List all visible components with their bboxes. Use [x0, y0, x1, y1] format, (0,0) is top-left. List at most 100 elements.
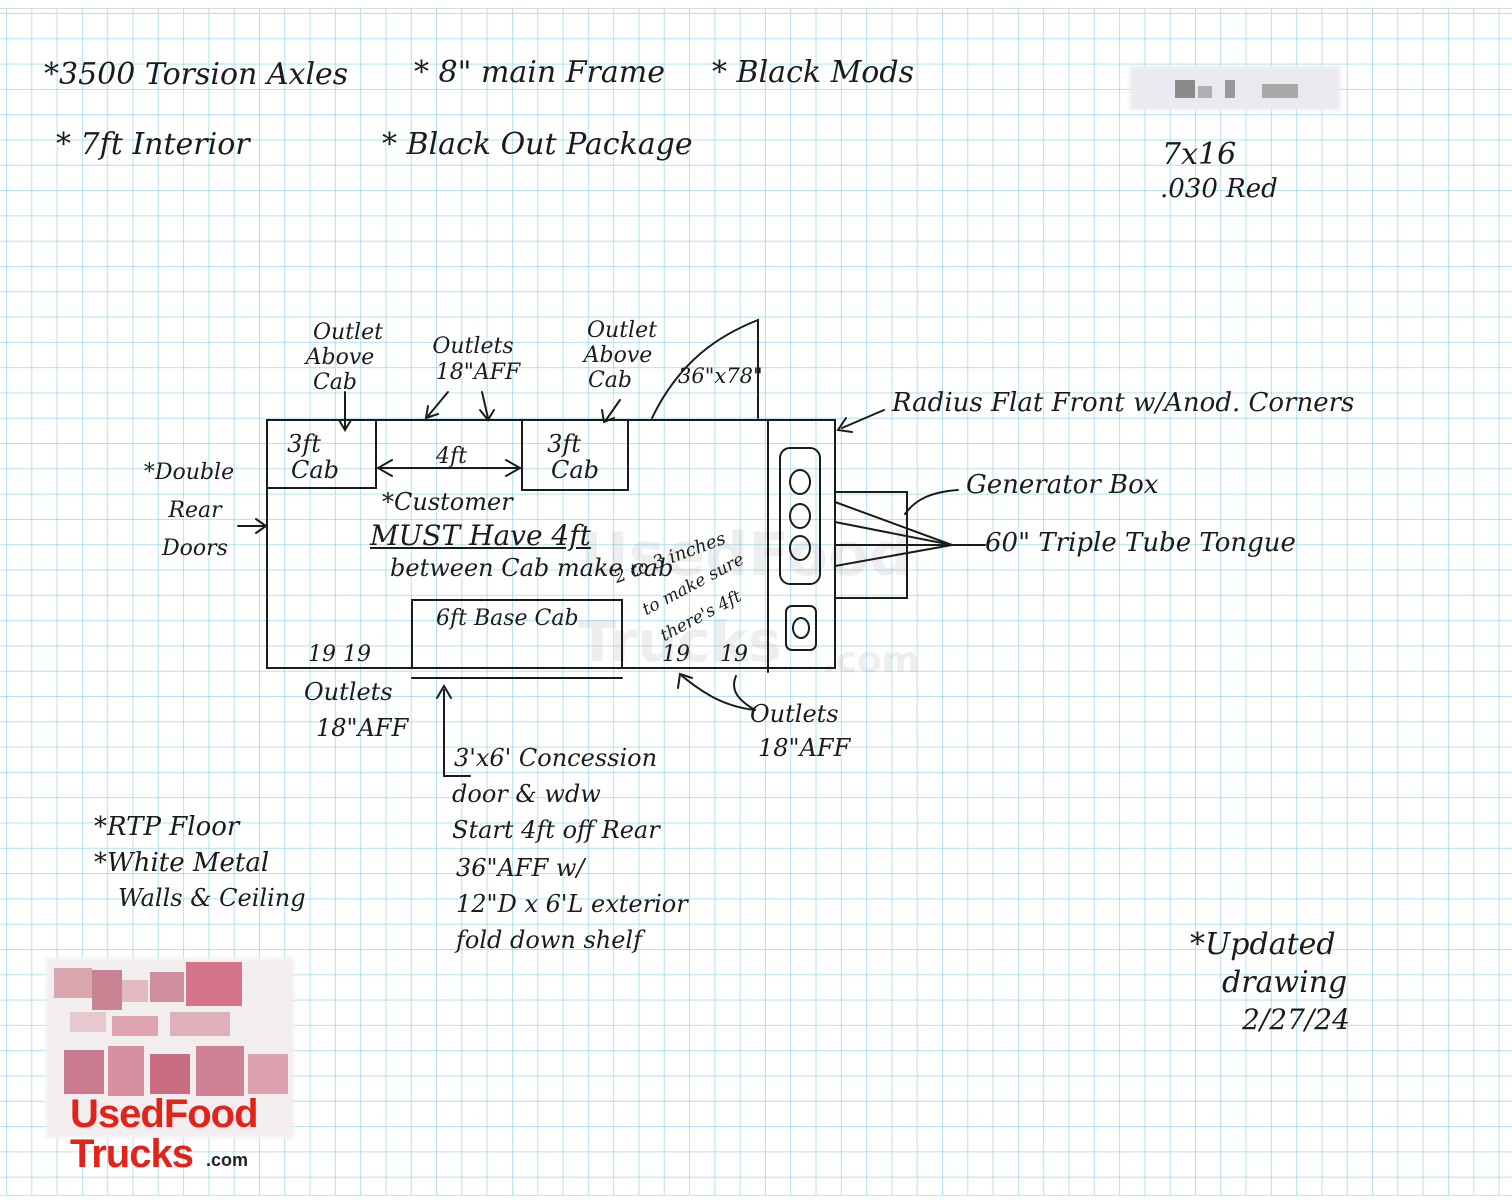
redacted-pixels — [170, 1012, 230, 1036]
label-outlet-marks-left: 19 19 — [308, 642, 371, 667]
label-concession-6: fold down shelf — [456, 926, 642, 954]
label-outlet-above-cab-right-1: Outlet — [587, 318, 657, 343]
label-concession-1: 3'x6' Concession — [454, 744, 658, 772]
redacted-pixels — [108, 1046, 144, 1096]
tongue-line — [834, 501, 953, 546]
label-outlets-bottom-left-2: 18"AFF — [316, 714, 409, 742]
concession-arrowhead — [436, 684, 452, 699]
radius-leader — [841, 409, 885, 429]
span-arrow-head-left — [375, 459, 393, 477]
label-cab-left-2: Cab — [290, 456, 340, 484]
radius-arrowhead — [836, 417, 853, 433]
label-double-rear-1: *Double — [143, 460, 235, 485]
label-white-metal: *White Metal — [94, 848, 270, 878]
label-outlets-bottom-right-2: 18"AFF — [758, 734, 851, 762]
redacted-pixels — [1198, 86, 1212, 98]
front-unit — [779, 447, 821, 585]
redacted-name — [1130, 66, 1340, 110]
note-blackout: * Black Out Package — [382, 127, 693, 162]
redacted-pixels — [196, 1046, 244, 1096]
redacted-pixels — [122, 980, 148, 1002]
note-main-frame: * 8" main Frame — [414, 55, 665, 90]
label-outlets-bottom-left-1: Outlets — [304, 678, 393, 706]
tongue-line — [834, 544, 953, 567]
label-updated-2: drawing — [1222, 965, 1348, 1000]
label-tongue: 60" Triple Tube Tongue — [985, 528, 1296, 558]
label-outlet-above-cab-right-2: Above — [583, 343, 653, 368]
outlet-arrow-right — [605, 399, 621, 421]
redacted-pixels — [1225, 80, 1235, 98]
label-updated-1: *Updated — [1190, 927, 1336, 962]
sink-drain — [792, 617, 810, 639]
label-customer-2: MUST Have 4ft — [370, 519, 591, 552]
redacted-pixels — [92, 970, 122, 1010]
label-outlets-bottom-right-1: Outlets — [750, 700, 839, 728]
label-span-4ft: 4ft — [436, 444, 467, 469]
label-outlets-top-2: 18"AFF — [435, 360, 521, 385]
label-cab-right-1: 3ft — [547, 430, 581, 458]
label-double-rear-2: Rear — [168, 498, 222, 523]
label-concession-4: 36"AFF w/ — [456, 854, 585, 882]
note-size: 7x16 — [1162, 137, 1237, 172]
redacted-pixels — [64, 1050, 104, 1094]
outlet-leader-right — [681, 675, 756, 711]
label-base-cab: 6ft Base Cab — [436, 606, 579, 631]
logo-line1: UsedFood — [70, 1092, 259, 1136]
redacted-pixels — [112, 1016, 158, 1036]
label-floor: *RTP Floor — [94, 812, 240, 842]
outlet-arrowhead — [338, 419, 352, 432]
note-color: .030 Red — [1160, 174, 1278, 204]
label-double-rear-3: Doors — [162, 536, 228, 561]
label-outlets-top-1: Outlets — [432, 334, 514, 359]
outlet-arrowhead — [677, 672, 693, 689]
label-outlet-above-cab-left-3: Cab — [312, 370, 358, 395]
label-customer-3: between Cab make cab — [390, 554, 674, 582]
outlet-leader-right-2 — [733, 675, 756, 711]
redacted-pixels — [150, 1054, 190, 1094]
burner-2 — [789, 503, 811, 529]
note-black-mods: * Black Mods — [712, 55, 914, 90]
note-torsion-axles: *3500 Torsion Axles — [44, 57, 349, 92]
label-concession-5: 12"D x 6'L exterior — [456, 890, 688, 918]
tongue-line — [834, 521, 953, 546]
logo-suffix: .com — [206, 1150, 249, 1170]
rear-door-arrowhead — [255, 518, 268, 534]
redacted-pixels — [70, 1012, 106, 1032]
watermark-com: .com — [822, 640, 920, 681]
label-door-size: 36"x78" — [678, 364, 763, 388]
note-interior: * 7ft Interior — [56, 127, 250, 162]
sink-unit — [785, 605, 817, 651]
outlet-arrow-mid2 — [481, 391, 489, 419]
generator-leader — [904, 489, 959, 515]
redacted-pixels — [1262, 84, 1298, 98]
door-swing — [651, 318, 759, 419]
redacted-pixels — [150, 972, 184, 1002]
label-radius-front: Radius Flat Front w/Anod. Corners — [892, 388, 1355, 418]
watermark-usedfood: UsedFood — [580, 520, 913, 590]
outlet-arrow-mid1 — [427, 391, 449, 417]
redacted-pixels — [54, 968, 92, 998]
outlet-arrowhead — [601, 409, 615, 424]
watermark-trucks: Trucks — [578, 610, 782, 675]
label-concession-2: door & wdw — [452, 780, 601, 808]
label-generator-box: Generator Box — [966, 470, 1159, 500]
label-customer-1: *Customer — [382, 488, 513, 516]
burner-1 — [789, 469, 811, 495]
outlet-arrowhead — [479, 409, 495, 422]
redacted-pixels — [186, 962, 242, 1006]
label-walls-ceiling: Walls & Ceiling — [118, 884, 306, 912]
outlet-arrowhead — [424, 405, 439, 420]
label-outlet-above-cab-left-1: Outlet — [313, 320, 383, 345]
logo-line2: Trucks — [70, 1132, 194, 1176]
base-cab-outline — [411, 599, 623, 669]
burner-3 — [789, 535, 811, 561]
label-outlet-above-cab-right-3: Cab — [587, 368, 633, 393]
label-concession-3: Start 4ft off Rear — [452, 816, 660, 844]
label-cab-right-2: Cab — [550, 456, 600, 484]
label-cab-left-1: 3ft — [287, 430, 321, 458]
span-arrow-head-right — [505, 459, 523, 477]
label-outlet-mark-right-2: 19 — [720, 642, 748, 667]
redacted-pixels — [1175, 80, 1195, 98]
redacted-pixels — [248, 1054, 288, 1094]
